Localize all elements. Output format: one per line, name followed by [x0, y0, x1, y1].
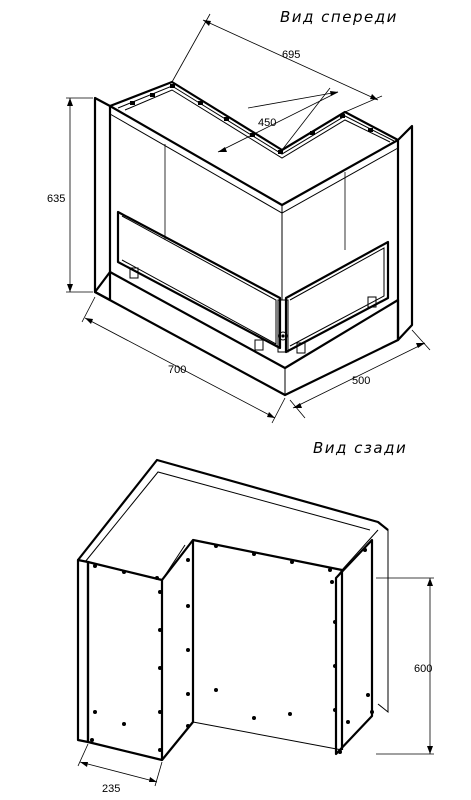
dim-label-600: 600 — [414, 663, 432, 675]
dimension-635: 635 — [47, 97, 93, 293]
dimension-450: 450 — [217, 87, 339, 153]
dim-label-450: 450 — [258, 117, 276, 129]
back-wall-panels — [109, 114, 346, 300]
left-glass-screen — [116, 210, 282, 350]
right-glass-screen — [284, 240, 390, 354]
rear-left-flange — [76, 558, 90, 744]
dimension-600: 600 — [376, 577, 434, 755]
front-view-title: Вид спереди — [280, 8, 398, 26]
dim-label-635: 635 — [47, 193, 65, 205]
dim-label-235: 235 — [102, 783, 120, 795]
frame-bolts — [130, 84, 373, 154]
dimension-700: 700 — [81, 296, 286, 424]
dimension-695: 695 — [171, 13, 383, 113]
dimension-235: 235 — [77, 743, 163, 795]
dim-label-695: 695 — [282, 49, 300, 61]
dim-label-500: 500 — [352, 375, 370, 387]
rear-view-title: Вид сзади — [313, 439, 407, 457]
left-side-panel — [93, 96, 112, 302]
dim-label-700: 700 — [168, 364, 186, 376]
front-view: Вид спереди — [47, 8, 431, 424]
top-back-frame — [109, 80, 399, 159]
dimension-500: 500 — [289, 329, 431, 419]
corner-latch — [277, 299, 289, 353]
rear-left-panel — [86, 560, 164, 762]
glass-clips — [129, 267, 377, 354]
right-side-panel — [396, 124, 414, 342]
base-plinth — [93, 270, 400, 397]
rear-view: Вид сзади — [76, 439, 434, 795]
rear-rivets — [90, 544, 374, 754]
rear-top-frame — [77, 458, 389, 714]
rear-right-panel — [334, 529, 379, 756]
top-rails — [109, 105, 399, 300]
